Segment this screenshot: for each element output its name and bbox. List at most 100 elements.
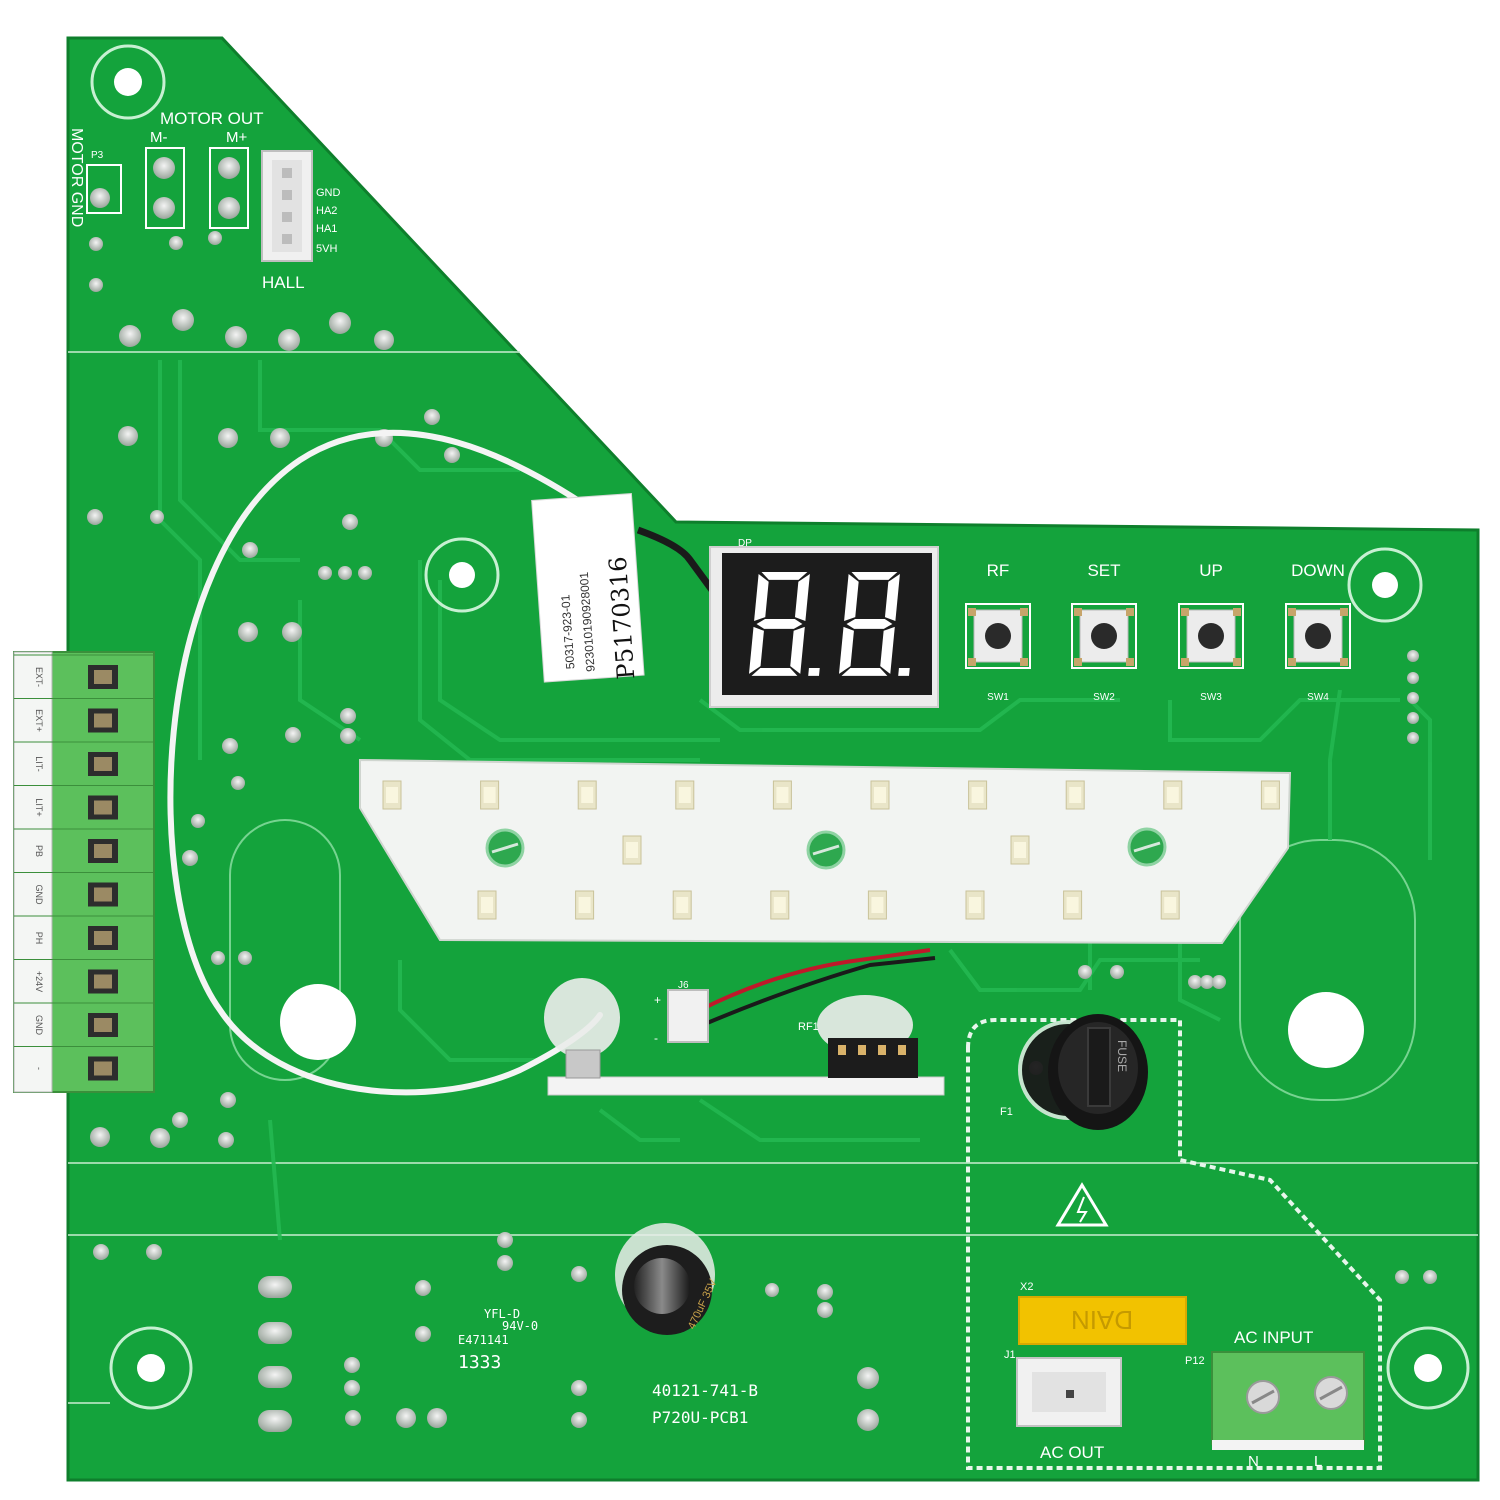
led [575,890,595,920]
j6-connector: J6 + - [654,948,936,1045]
button-label: RF [987,561,1010,580]
ul-mark: YFL-D 94V-0 E471141 1333 [458,1307,538,1373]
terminal-label: EXT- [34,667,44,687]
ac-input-label: AC INPUT [1234,1328,1313,1347]
board-id-1: 40121-741-B [652,1381,758,1400]
display-digit [838,572,910,676]
terminal-label: +24V [34,971,44,992]
x2-text: DAIN [1071,1305,1133,1335]
button-label: UP [1199,561,1223,580]
motor-section: MOTOR OUT M- M+ P3 MOTOR GND [68,109,264,229]
button-ref: SW3 [1200,692,1222,703]
ul-line3: E471141 [458,1333,509,1347]
hall-pin-5vh: 5VH [316,243,337,255]
silkscreen-lines [68,351,1478,1404]
terminal-label: LIT+ [34,798,44,816]
hall-pin-ha1: HA1 [316,223,337,235]
led [965,890,985,920]
display-dot [898,668,910,676]
led [1063,890,1083,920]
display-digit [748,572,820,676]
oval-pads [258,1276,292,1432]
f1-label: F1 [1000,1106,1013,1118]
button-ref: SW4 [1307,692,1329,703]
p12-label: P12 [1185,1355,1205,1367]
led [867,890,887,920]
ul-line4: 1333 [458,1352,501,1373]
j1-label: J1 [1004,1349,1016,1361]
led [1160,890,1180,920]
led [1163,780,1183,810]
m-plus-label: M+ [226,129,247,146]
j6-plus: + [654,993,661,1007]
tactile-button-set[interactable] [1071,603,1137,669]
high-voltage-icon [1055,1182,1109,1227]
led [1010,835,1030,865]
tactile-button-up[interactable] [1178,603,1244,669]
button-label: DOWN [1291,561,1345,580]
ac-input-terminal: P12 AC INPUT N L [1185,1328,1365,1470]
terminal-label: PH [34,932,44,945]
board-ids: 40121-741-B P720U-PCB1 [652,1381,758,1427]
ac-out-connector: J1 AC OUT [1004,1349,1122,1462]
white-wire [167,429,603,1096]
x2-label: X2 [1020,1281,1033,1293]
led [577,780,597,810]
led [382,780,402,810]
display-dot [808,668,820,676]
ac-input-n-label: N [1248,1453,1259,1470]
button-ref: SW2 [1093,692,1115,703]
buttons-row: RF SW1 SET SW2 UP SW3 DOWN SW4 [965,561,1351,703]
led [1260,780,1280,810]
terminal-label: - [34,1067,44,1070]
terminal-block: EXT- EXT+ LIT- LIT+ PB GND PH +24V GND - [13,651,155,1093]
fuse-holder: FUSE F1 [1000,1014,1148,1130]
led [477,890,497,920]
mounting-holes [90,44,1470,1410]
label-sticker: 50317-923-01 923010190928001 P5170316 [531,492,645,683]
pcb-traces [158,360,1432,1241]
display-label: DP [738,538,752,549]
terminal-label: LIT- [34,756,44,772]
led [672,890,692,920]
led [968,780,988,810]
hall-label: HALL [262,273,305,292]
button-ref: SW1 [987,692,1009,703]
sticker-line2: 923010190928001 [577,571,598,672]
terminal-label: GND [34,1015,44,1036]
ac-input-l-label: L [1314,1453,1322,1470]
hv-zone-outline [966,1018,1382,1470]
led [870,780,890,810]
ul-line2: 94V-0 [502,1319,538,1333]
rf-module: RF1 [547,1021,945,1096]
glue-blob [544,978,620,1058]
terminal-label: EXT+ [34,709,44,732]
ul-line1: YFL-D [484,1307,520,1321]
led [772,780,792,810]
board-id-2: P720U-PCB1 [652,1408,748,1427]
p3-label: P3 [91,150,104,161]
rf1-label: RF1 [798,1021,819,1033]
display-cable [636,526,715,593]
terminal-label: GND [34,885,44,906]
tactile-button-down[interactable] [1285,603,1351,669]
hall-pin-ha2: HA2 [316,205,337,217]
hall-pin-gnd: GND [316,187,341,199]
terminal-label: PB [34,845,44,857]
j6-label: J6 [678,980,689,991]
led-board [359,758,1292,945]
m-minus-label: M- [150,129,168,146]
motor-out-label: MOTOR OUT [160,109,264,128]
led [675,780,695,810]
led [1065,780,1085,810]
sticker-line1: 50317-923-01 [558,594,577,670]
solder-pads [87,231,1437,1431]
led [480,780,500,810]
tactile-button-rf[interactable] [965,603,1031,669]
motor-gnd-label: MOTOR GND [68,128,85,227]
fuse-text: FUSE [1115,1040,1129,1072]
seven-segment-display: DP [709,538,939,708]
button-label: SET [1087,561,1120,580]
led [770,890,790,920]
